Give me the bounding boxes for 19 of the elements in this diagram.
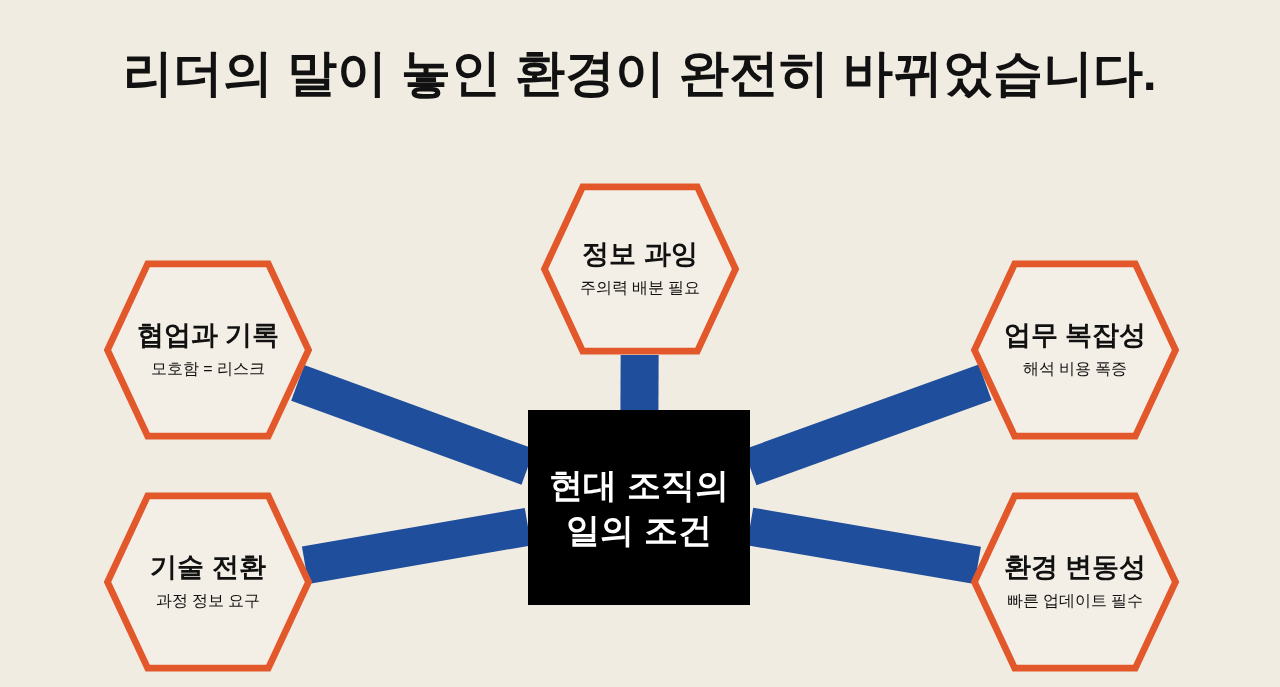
hexagon-subtext: 모호함 = 리스크: [150, 358, 266, 379]
connector-bar: [620, 354, 659, 411]
hexagon-node: [970, 260, 1180, 440]
hexagon-subtext: 과정 정보 요구: [155, 590, 261, 611]
hexagon-node: [103, 260, 313, 440]
hexagon-node: [540, 183, 740, 355]
hexagon-heading: 기술 전환: [150, 551, 266, 585]
hexagon-heading: 업무 복잡성: [1003, 319, 1147, 353]
hexagon-node: [103, 492, 313, 672]
hexagon-subtext: 해석 비용 폭증: [1022, 358, 1128, 379]
hexagon-subtext: 빠른 업데이트 필수: [1006, 590, 1144, 611]
center-box: [528, 410, 750, 605]
hexagon-heading: 정보 과잉: [582, 238, 698, 272]
title: 리더의 말이 놓인 환경이 완전히 바뀌었습니다.: [122, 44, 1158, 103]
center-label: 현대 조직의 일의 조건: [548, 465, 730, 551]
hexagon-subtext: 주의력 배분 필요: [579, 277, 701, 298]
hexagon-heading: 협업과 기록: [136, 319, 280, 353]
hexagon-heading: 환경 변동성: [1003, 551, 1147, 585]
hexagon-node: [970, 492, 1180, 672]
